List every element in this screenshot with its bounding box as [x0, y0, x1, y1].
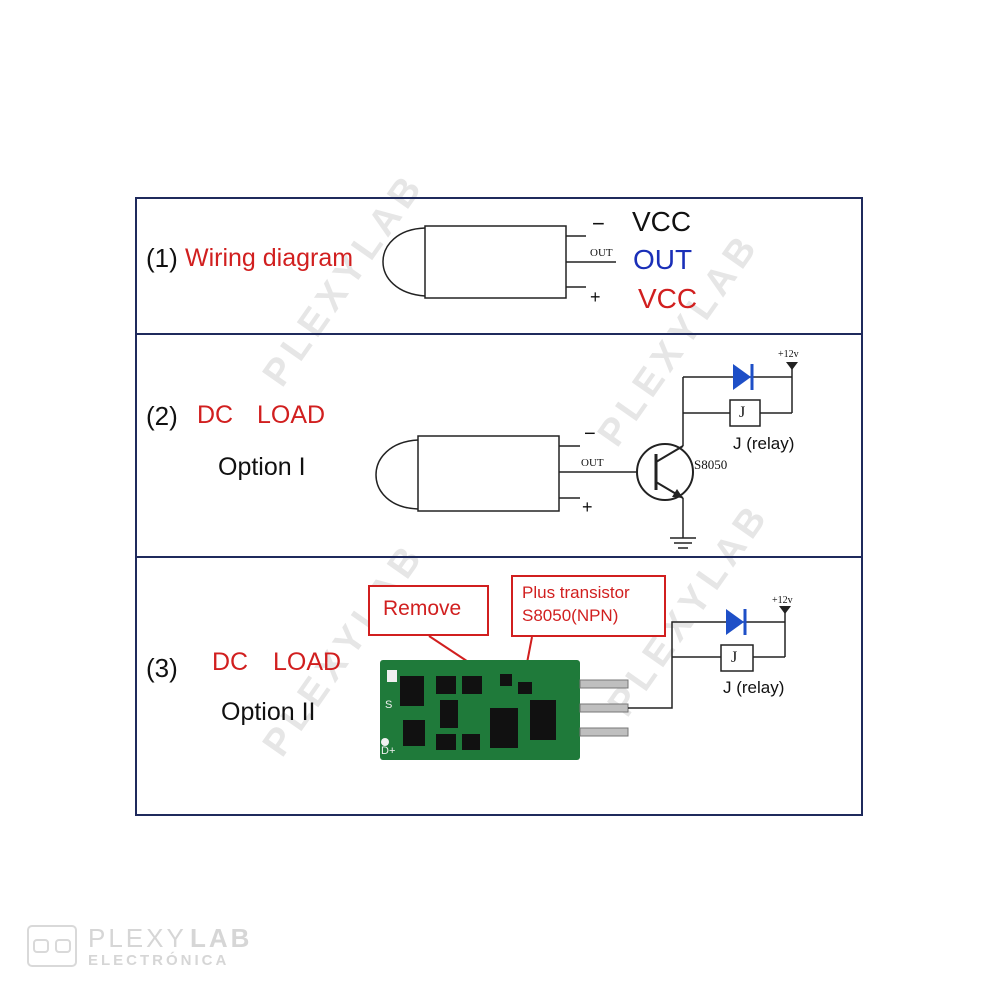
callout-remove-text: Remove	[383, 597, 462, 620]
transistor-emitter-arrow	[672, 489, 683, 498]
relay-symbol-2: J	[739, 404, 746, 421]
header-pin-3	[579, 727, 629, 737]
sensor-2-body	[417, 435, 560, 512]
section-1-number: (1)	[146, 243, 178, 273]
supply-arrow	[786, 362, 798, 370]
header-pin-1	[579, 679, 629, 689]
transistor-label: S8050	[694, 457, 728, 472]
section-1-title: Wiring diagram	[185, 244, 354, 272]
section-3-title-load: LOAD	[273, 648, 342, 676]
pcb-via-1	[381, 738, 389, 746]
callout-plus-line-1: Plus transistor	[522, 583, 630, 602]
pcb-chip-4	[462, 676, 482, 694]
pcb-chip-1	[400, 676, 424, 706]
label-vcc-minus: VCC	[632, 206, 692, 237]
pcb-chip-5	[440, 700, 458, 728]
sensor-1-pin-out-label: OUT	[590, 247, 613, 259]
sensor-1-dome	[382, 227, 426, 297]
diagram-frame	[135, 197, 863, 816]
pcb-chip-10	[500, 674, 512, 686]
section-divider-2	[135, 556, 863, 558]
sensor-2-pin-plus-label: +	[582, 497, 593, 517]
pcb-mark-s: S	[385, 699, 393, 711]
relay-label-3: J (relay)	[723, 678, 785, 697]
label-vcc-plus: VCC	[638, 283, 698, 314]
section-3-number: (3)	[146, 653, 178, 683]
pcb-chip-9	[530, 700, 556, 740]
relay-box	[729, 399, 761, 427]
pcb-chip-2	[403, 720, 425, 746]
sensor-2-dome	[375, 439, 419, 510]
brand-logo-plexy: PLEXY	[88, 923, 187, 953]
transistor-circle	[636, 443, 694, 501]
relay-symbol-3: J	[731, 649, 738, 666]
section-divider-1	[135, 333, 863, 335]
supply-arrow-3	[779, 606, 791, 614]
callout-plus-transistor	[511, 575, 666, 637]
diode-icon	[733, 364, 751, 390]
section-2-title-load: LOAD	[257, 401, 326, 429]
brand-logo-subtitle: ELECTRÓNICA	[88, 952, 230, 969]
section-2-title-dc: DC	[197, 401, 234, 429]
pcb-chip-3	[436, 676, 456, 694]
relay-box-3	[720, 644, 754, 672]
brand-logo-lab: LAB	[190, 923, 253, 953]
section-2-number: (2)	[146, 401, 178, 431]
pcb-chip-11	[518, 682, 532, 694]
section-2-option: Option I	[218, 453, 306, 481]
pcb-chip-6	[436, 734, 456, 750]
transistor-collector	[655, 445, 684, 463]
section-3-option: Option II	[221, 698, 316, 726]
supply-label-3: +12v	[772, 595, 793, 606]
relay-label-2: J (relay)	[733, 434, 795, 453]
section-3-title-dc: DC	[212, 648, 249, 676]
sensor-2-pin-minus-label: −	[584, 423, 596, 445]
pcb-chip-7	[462, 734, 480, 750]
supply-label-2: +12v	[778, 349, 799, 360]
callout-remove	[368, 585, 489, 636]
sensor-1-pin-minus-label: −	[592, 211, 605, 236]
callout-plus-line-2: S8050(NPN)	[522, 606, 619, 625]
pcb-chip-8	[490, 708, 518, 748]
sensor-2-pin-out-label: OUT	[581, 457, 604, 469]
pcb-mark-d: D+	[381, 745, 396, 757]
sensor-1-pin-plus-label: +	[590, 287, 601, 307]
diode-icon-3	[726, 609, 744, 635]
pcb-pad-1	[387, 670, 397, 682]
label-out: OUT	[633, 244, 693, 275]
